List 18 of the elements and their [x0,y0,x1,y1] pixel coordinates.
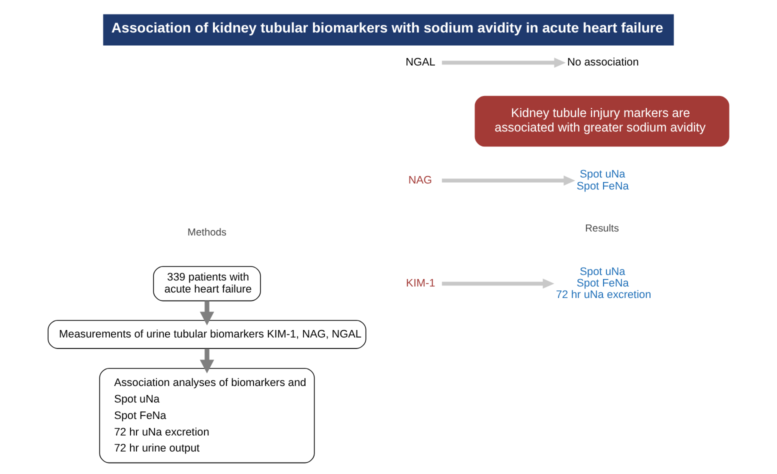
node-text: Spot uNa Spot FeNa [576,168,629,192]
label: Results [585,224,619,235]
label: Methods [188,228,226,239]
node-box: 339 patients with acute heart failure [153,266,261,302]
node-text: KIM-1 [406,278,436,290]
diagram-title: Association of kidney tubular biomarkers with sodium avidity in acute heart failure [111,20,664,36]
arrow [200,300,214,326]
node-text: Spot uNa Spot FeNa 72 hr uNa excretion [556,266,652,302]
node-box: Measurements of urine tubular biomarkers KIM-1, NAG, NGAL [48,320,366,349]
node-box: Kidney tubule injury markers are associated with greater sodium avidity [474,96,730,147]
node-text: NAG [408,174,432,186]
arrow [442,58,566,68]
arrow [442,176,576,186]
arrow [200,348,214,374]
node-text: No association [567,56,639,69]
node-text: NGAL [406,56,436,69]
node-box: Association analyses of biomarkers and Spot uNa Spot FeNa 72 hr uNa excretion 72 hr urine output [99,368,315,464]
arrow [442,278,554,289]
